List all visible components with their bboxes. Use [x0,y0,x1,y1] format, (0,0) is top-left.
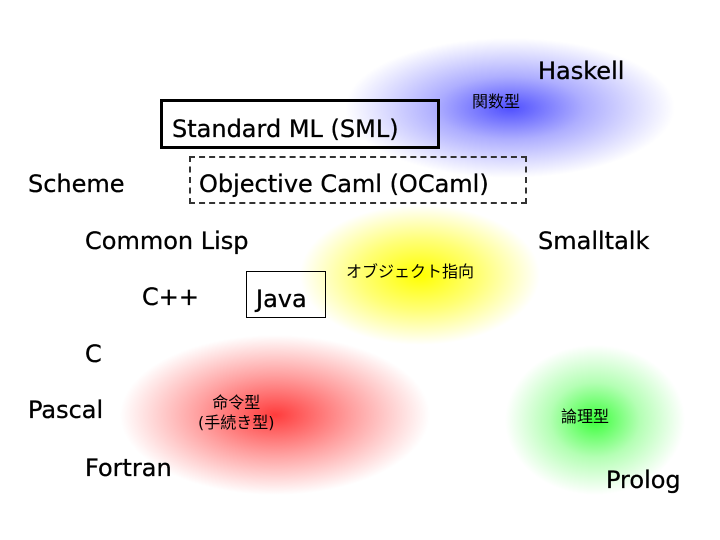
language-c: C [85,340,102,368]
language-ocaml: Objective Caml (OCaml) [199,170,489,198]
category-logic: 論理型 [561,407,610,426]
language-scheme: Scheme [28,170,125,198]
language-java: Java [256,285,307,313]
object-oriented-region [300,205,540,345]
language-haskell: Haskell [538,57,625,85]
ocaml-box [189,156,527,204]
language-cpp: C++ [142,283,199,311]
functional-region [345,38,675,178]
java-box [246,271,326,318]
category-functional: 関数型 [472,92,521,111]
language-fortran: Fortran [85,454,172,482]
language-sml: Standard ML (SML) [172,115,399,143]
logic-region [505,345,685,495]
imperative-region [120,335,430,495]
category-imperative: 命令型 (手続き型) [198,393,275,433]
language-common-lisp: Common Lisp [85,227,249,255]
category-imperative-line1: 命令型 [212,393,261,412]
language-prolog: Prolog [606,466,681,494]
sml-box [160,99,440,149]
language-smalltalk: Smalltalk [538,227,650,255]
language-pascal: Pascal [28,396,104,424]
category-object-oriented: オブジェクト指向 [346,262,475,281]
category-imperative-line2: (手続き型) [198,413,275,432]
